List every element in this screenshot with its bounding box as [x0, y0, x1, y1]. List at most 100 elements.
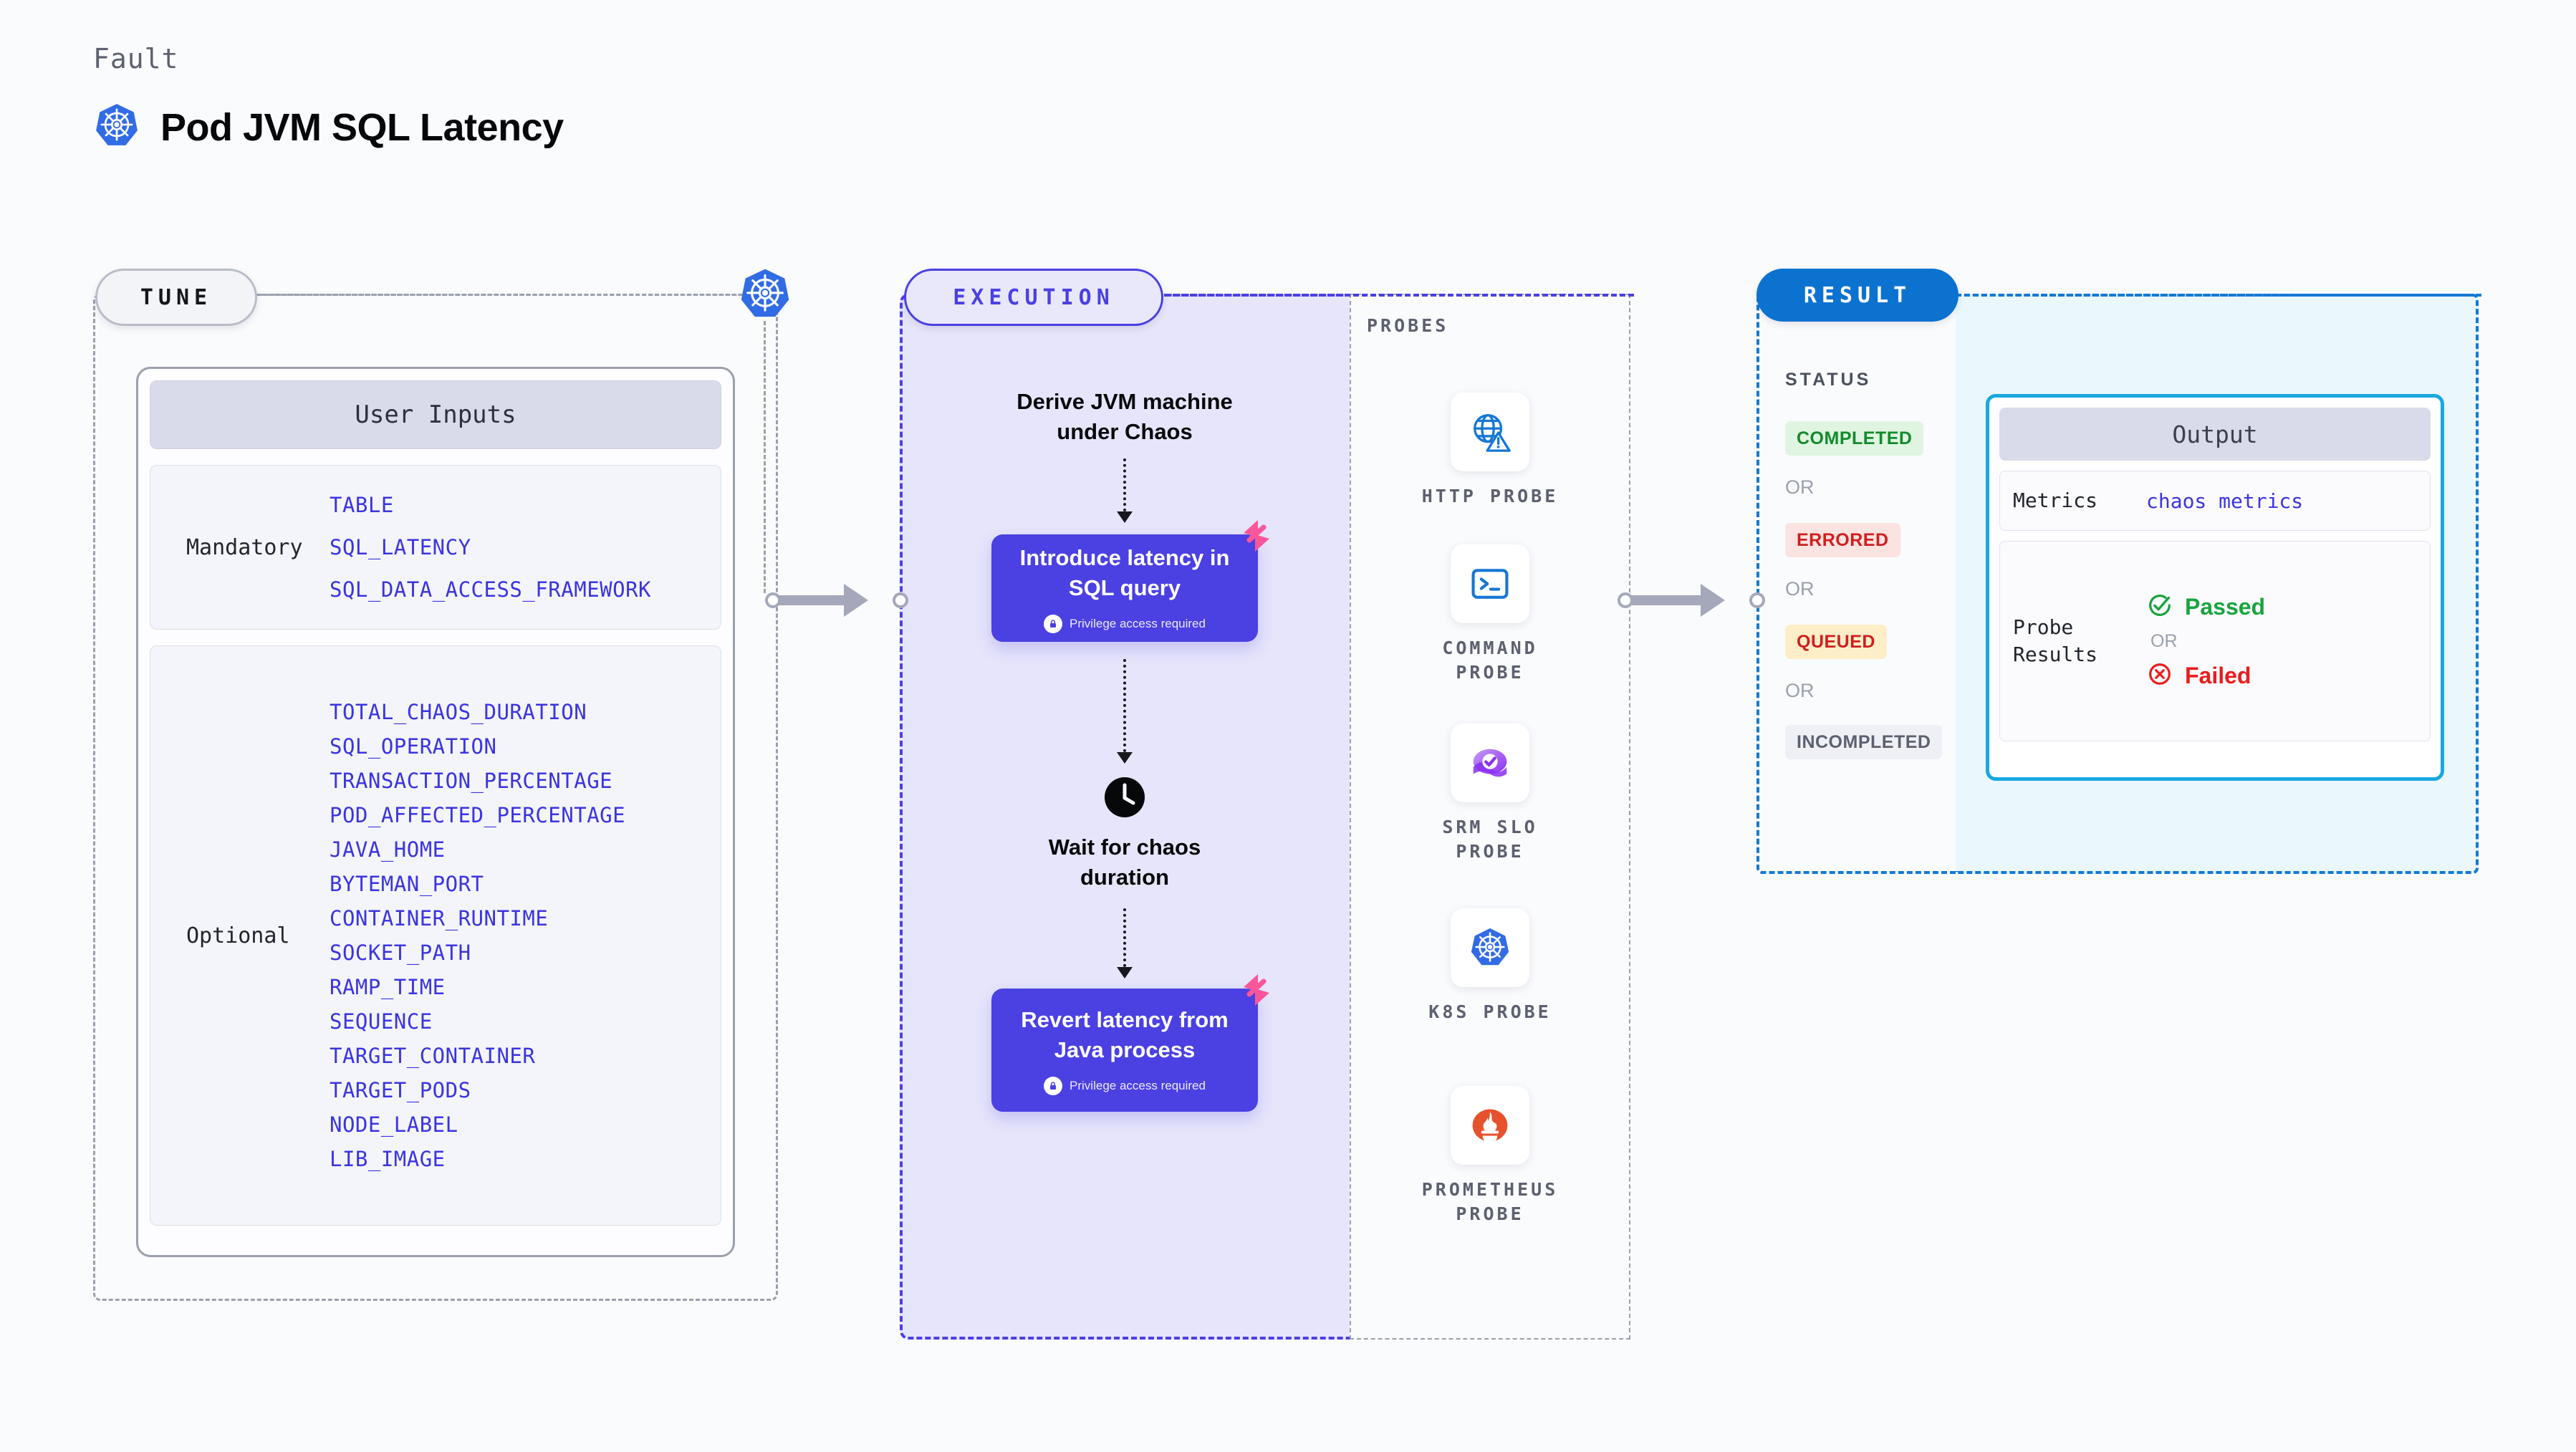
param-item[interactable]: CONTAINER_RUNTIME — [330, 906, 549, 931]
result-status-panel — [1756, 294, 1959, 874]
param-item[interactable]: NODE_LABEL — [330, 1112, 458, 1137]
param-item[interactable]: SQL_OPERATION — [330, 734, 497, 759]
result-badge[interactable]: RESULT — [1756, 269, 1959, 322]
privilege-note: Privilege access required — [1044, 1076, 1206, 1095]
connector-start-dot — [765, 592, 781, 608]
privilege-note: Privilege access required — [1044, 614, 1206, 633]
connector-line — [778, 595, 848, 605]
probe-label: K8S PROBE — [1428, 1001, 1552, 1022]
connector-line — [1630, 595, 1705, 605]
param-item[interactable]: SQL_LATENCY — [330, 535, 471, 559]
flow-arrow-1-head — [1117, 511, 1133, 523]
tune-badge[interactable]: TUNE — [95, 269, 257, 326]
kubernetes-icon — [93, 102, 140, 153]
connector-tune-to-execution — [765, 584, 908, 617]
connector-arrowhead — [1701, 584, 1749, 617]
probe-result-passed: Passed — [2146, 592, 2265, 622]
mandatory-param-list: TABLE SQL_LATENCY SQL_DATA_ACCESS_FRAMEW… — [330, 493, 651, 602]
param-item[interactable]: POD_AFFECTED_PERCENTAGE — [330, 803, 626, 827]
probe-result-or: OR — [2150, 630, 2178, 651]
flow-arrow-1-line — [1123, 458, 1126, 511]
optional-param-list: TOTAL_CHAOS_DURATION SQL_OPERATION TRANS… — [330, 700, 625, 1171]
probe-passed-label: Passed — [2185, 593, 2266, 620]
output-title: Output — [1999, 408, 2431, 461]
param-item[interactable]: RAMP_TIME — [330, 975, 446, 999]
probe-results-values: Passed OR Failed — [2146, 592, 2265, 691]
param-item[interactable]: TARGET_PODS — [330, 1078, 471, 1102]
probe-k8s[interactable]: K8S PROBE — [1350, 908, 1630, 1024]
execution-badge[interactable]: EXECUTION — [904, 269, 1163, 326]
status-label: STATUS — [1785, 370, 1872, 390]
status-or-3: OR — [1785, 680, 1815, 701]
flow-arrow-2-line — [1123, 659, 1126, 752]
metrics-row: Metrics chaos metrics — [1999, 471, 2431, 531]
param-item[interactable]: SQL_DATA_ACCESS_FRAMEWORK — [330, 577, 651, 602]
param-item[interactable]: SEQUENCE — [330, 1009, 433, 1034]
lock-icon — [1044, 614, 1063, 633]
param-item[interactable]: LIB_IMAGE — [330, 1147, 446, 1171]
page-title: Pod JVM SQL Latency — [160, 105, 564, 149]
privilege-note-text: Privilege access required — [1070, 1078, 1206, 1092]
terminal-icon — [1451, 544, 1529, 623]
flow-arrow-3-head — [1117, 967, 1133, 979]
globe-warning-icon — [1451, 393, 1529, 471]
status-or-2: OR — [1785, 578, 1815, 600]
param-item[interactable]: JAVA_HOME — [330, 837, 446, 862]
param-item[interactable]: SOCKET_PATH — [330, 941, 471, 965]
title-row: Pod JVM SQL Latency — [93, 102, 564, 153]
status-badge-queued: QUEUED — [1785, 625, 1887, 659]
metrics-key: Metrics — [2013, 489, 2098, 513]
fault-eyebrow: Fault — [93, 43, 179, 74]
prometheus-icon — [1451, 1086, 1529, 1165]
probe-label: HTTP PROBE — [1421, 486, 1559, 506]
param-item[interactable]: TRANSACTION_PERCENTAGE — [330, 769, 613, 793]
page-header: Fault Pod JVM SQL Laten — [93, 43, 564, 153]
param-item[interactable]: TABLE — [330, 493, 394, 517]
param-group-kind: Mandatory — [186, 534, 303, 560]
kubernetes-icon — [738, 266, 792, 321]
connector-arrowhead — [844, 584, 893, 617]
param-item[interactable]: BYTEMAN_PORT — [330, 872, 484, 896]
execution-top-dash — [1155, 294, 1634, 297]
connector-start-dot — [1618, 592, 1633, 608]
status-badge-completed: COMPLETED — [1785, 421, 1924, 456]
kubernetes-icon — [1451, 908, 1529, 987]
metrics-value[interactable]: chaos metrics — [2146, 489, 2304, 513]
x-circle-icon — [2146, 660, 2173, 691]
status-or-1: OR — [1785, 476, 1815, 498]
result-top-dash — [1956, 294, 2481, 297]
harness-mark-icon — [1236, 516, 1277, 556]
status-badge-errored: ERRORED — [1785, 523, 1900, 557]
connector-end-dot — [893, 592, 908, 608]
privilege-note-text: Privilege access required — [1070, 616, 1206, 630]
flow-arrow-2-head — [1117, 752, 1133, 764]
lock-icon — [1044, 1076, 1063, 1095]
mandatory-param-group: Mandatory TABLE SQL_LATENCY SQL_DATA_ACC… — [150, 465, 721, 630]
probe-http[interactable]: HTTP PROBE — [1350, 393, 1630, 509]
param-item[interactable]: TOTAL_CHAOS_DURATION — [330, 700, 587, 724]
user-inputs-title: User Inputs — [150, 380, 721, 449]
connector-end-dot — [1749, 592, 1765, 608]
user-inputs-card: User Inputs Mandatory TABLE SQL_LATENCY … — [136, 367, 735, 1257]
probe-failed-label: Failed — [2185, 662, 2251, 688]
connector-probes-to-result — [1618, 584, 1765, 617]
probe-result-failed: Failed — [2146, 660, 2265, 691]
param-item[interactable]: TARGET_CONTAINER — [330, 1044, 536, 1068]
status-badge-incompleted: INCOMPLETED — [1785, 725, 1943, 759]
tune-top-dash — [251, 294, 781, 296]
tune-connector-dash — [764, 321, 766, 593]
param-group-kind: Optional — [186, 923, 290, 948]
